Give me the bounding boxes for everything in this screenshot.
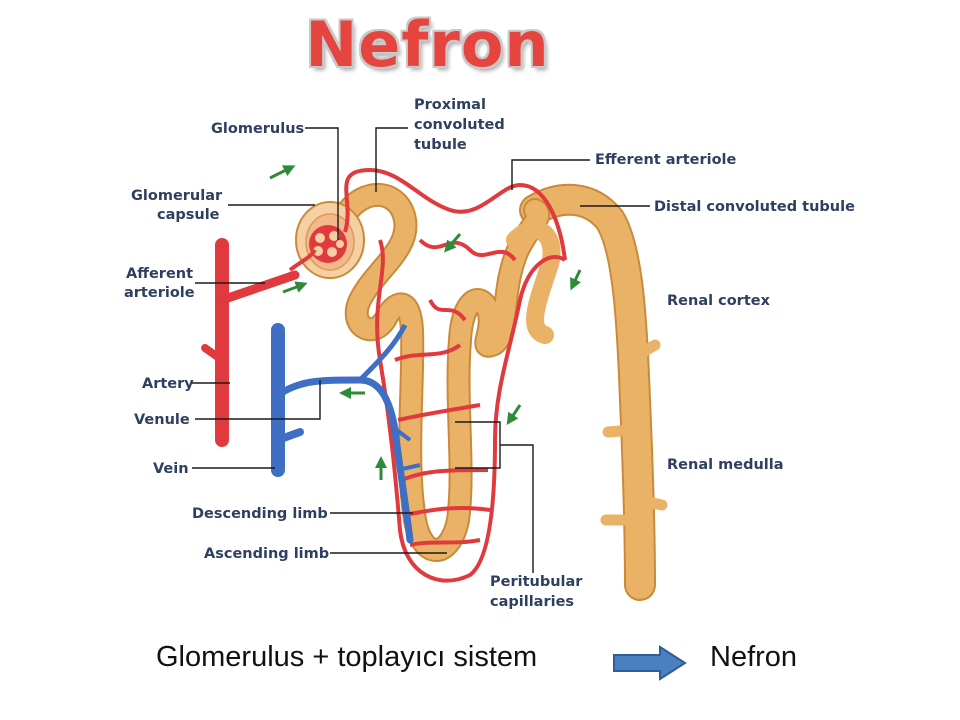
vein-vessel	[271, 323, 421, 544]
flow-arrow	[444, 233, 462, 253]
label-venule: Venule	[134, 412, 190, 428]
renal-tubule	[333, 182, 561, 562]
label-proximal-line2: convoluted	[414, 117, 505, 133]
label-afferent-line1: Afferent	[126, 266, 193, 282]
collecting-duct	[519, 183, 668, 601]
label-distal-tubule: Distal convoluted tubule	[654, 199, 855, 215]
artery-vessel	[201, 238, 300, 447]
label-proximal-line1: Proximal	[414, 97, 486, 113]
leader-lines	[192, 127, 650, 573]
flow-arrow	[570, 269, 582, 291]
label-glomerulus: Glomerulus	[211, 121, 304, 137]
label-peritubular-line1: Peritubular	[490, 574, 583, 590]
right-arrow-icon	[613, 645, 687, 681]
label-proximal-line3: tubule	[414, 137, 467, 153]
label-renal-medulla: Renal medulla	[667, 457, 784, 473]
label-peritubular-line2: capillaries	[490, 594, 574, 610]
flow-arrows	[269, 165, 582, 480]
bottom-result: Nefron	[710, 641, 798, 673]
flow-arrow	[282, 281, 308, 294]
flow-arrow	[506, 404, 522, 425]
label-glomerular-capsule-line1: Glomerular	[131, 188, 223, 204]
label-descending-limb: Descending limb	[192, 506, 328, 522]
label-artery: Artery	[142, 376, 194, 392]
label-renal-cortex: Renal cortex	[667, 293, 771, 309]
label-afferent-line2: arteriole	[124, 285, 195, 301]
bottom-equation: Glomerulus + toplayıcı sistem	[156, 641, 538, 673]
label-ascending-limb: Ascending limb	[204, 546, 329, 562]
slide-title: Nefron	[305, 8, 550, 81]
glomerulus	[309, 225, 347, 263]
label-glomerular-capsule-line2: capsule	[157, 207, 220, 223]
label-efferent-arteriole: Efferent arteriole	[595, 152, 737, 168]
label-vein: Vein	[153, 461, 189, 477]
flow-arrow	[269, 165, 296, 180]
